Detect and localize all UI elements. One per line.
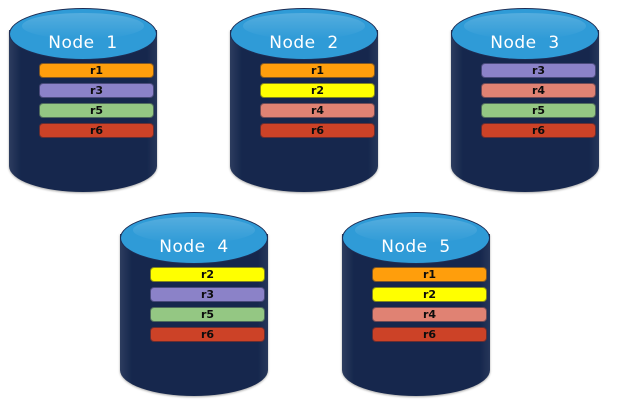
replica-bar[interactable]: r6 [39, 123, 154, 138]
replica-label: r3 [531, 64, 546, 77]
replica-list: r1 r2 r4 r6 [372, 267, 487, 342]
replica-label: r1 [422, 268, 437, 281]
replica-bar[interactable]: r6 [481, 123, 596, 138]
node-label: Node 4 [159, 237, 229, 257]
replica-list: r1 r3 r5 r6 [39, 63, 154, 138]
node-label: Node 1 [48, 33, 118, 53]
database-node-3[interactable]: Node 3 r3 r4 r5 r6 [451, 8, 599, 192]
replica-bar[interactable]: r5 [150, 307, 265, 322]
replica-bar[interactable]: r5 [481, 103, 596, 118]
replica-label: r6 [531, 124, 546, 137]
database-node-5[interactable]: Node 5 r1 r2 r4 r6 [342, 212, 490, 396]
replica-label: r4 [531, 84, 546, 97]
node-label: Node 2 [269, 33, 339, 53]
replica-bar[interactable]: r3 [39, 83, 154, 98]
replica-bar[interactable]: r3 [481, 63, 596, 78]
database-node-4[interactable]: Node 4 r2 r3 r5 r6 [120, 212, 268, 396]
replica-label: r3 [200, 288, 215, 301]
replica-bar[interactable]: r6 [372, 327, 487, 342]
replica-label: r6 [200, 328, 215, 341]
replica-label: r6 [422, 328, 437, 341]
replica-label: r6 [310, 124, 325, 137]
replica-label: r2 [310, 84, 325, 97]
replica-label: r4 [422, 308, 437, 321]
replica-label: r1 [89, 64, 104, 77]
replica-label: r2 [422, 288, 437, 301]
replica-bar[interactable]: r2 [372, 287, 487, 302]
replica-bar[interactable]: r4 [481, 83, 596, 98]
replica-list: r2 r3 r5 r6 [150, 267, 265, 342]
node-label: Node 5 [381, 237, 451, 257]
replica-bar[interactable]: r2 [260, 83, 375, 98]
database-node-2[interactable]: Node 2 r1 r2 r4 r6 [230, 8, 378, 192]
replica-label: r1 [310, 64, 325, 77]
replica-bar[interactable]: r4 [260, 103, 375, 118]
replica-list: r3 r4 r5 r6 [481, 63, 596, 138]
replica-label: r4 [310, 104, 325, 117]
replica-label: r3 [89, 84, 104, 97]
replica-bar[interactable]: r5 [39, 103, 154, 118]
replica-label: r6 [89, 124, 104, 137]
replica-bar[interactable]: r6 [260, 123, 375, 138]
replica-bar[interactable]: r2 [150, 267, 265, 282]
replica-list: r1 r2 r4 r6 [260, 63, 375, 138]
replica-bar[interactable]: r6 [150, 327, 265, 342]
database-node-1[interactable]: Node 1 r1 r3 r5 r6 [9, 8, 157, 192]
replica-bar[interactable]: r3 [150, 287, 265, 302]
replica-bar[interactable]: r1 [372, 267, 487, 282]
node-label: Node 3 [490, 33, 560, 53]
replica-label: r5 [89, 104, 104, 117]
replica-label: r5 [200, 308, 215, 321]
replica-bar[interactable]: r1 [39, 63, 154, 78]
replica-label: r5 [531, 104, 546, 117]
replica-bar[interactable]: r4 [372, 307, 487, 322]
replica-label: r2 [200, 268, 215, 281]
replica-bar[interactable]: r1 [260, 63, 375, 78]
